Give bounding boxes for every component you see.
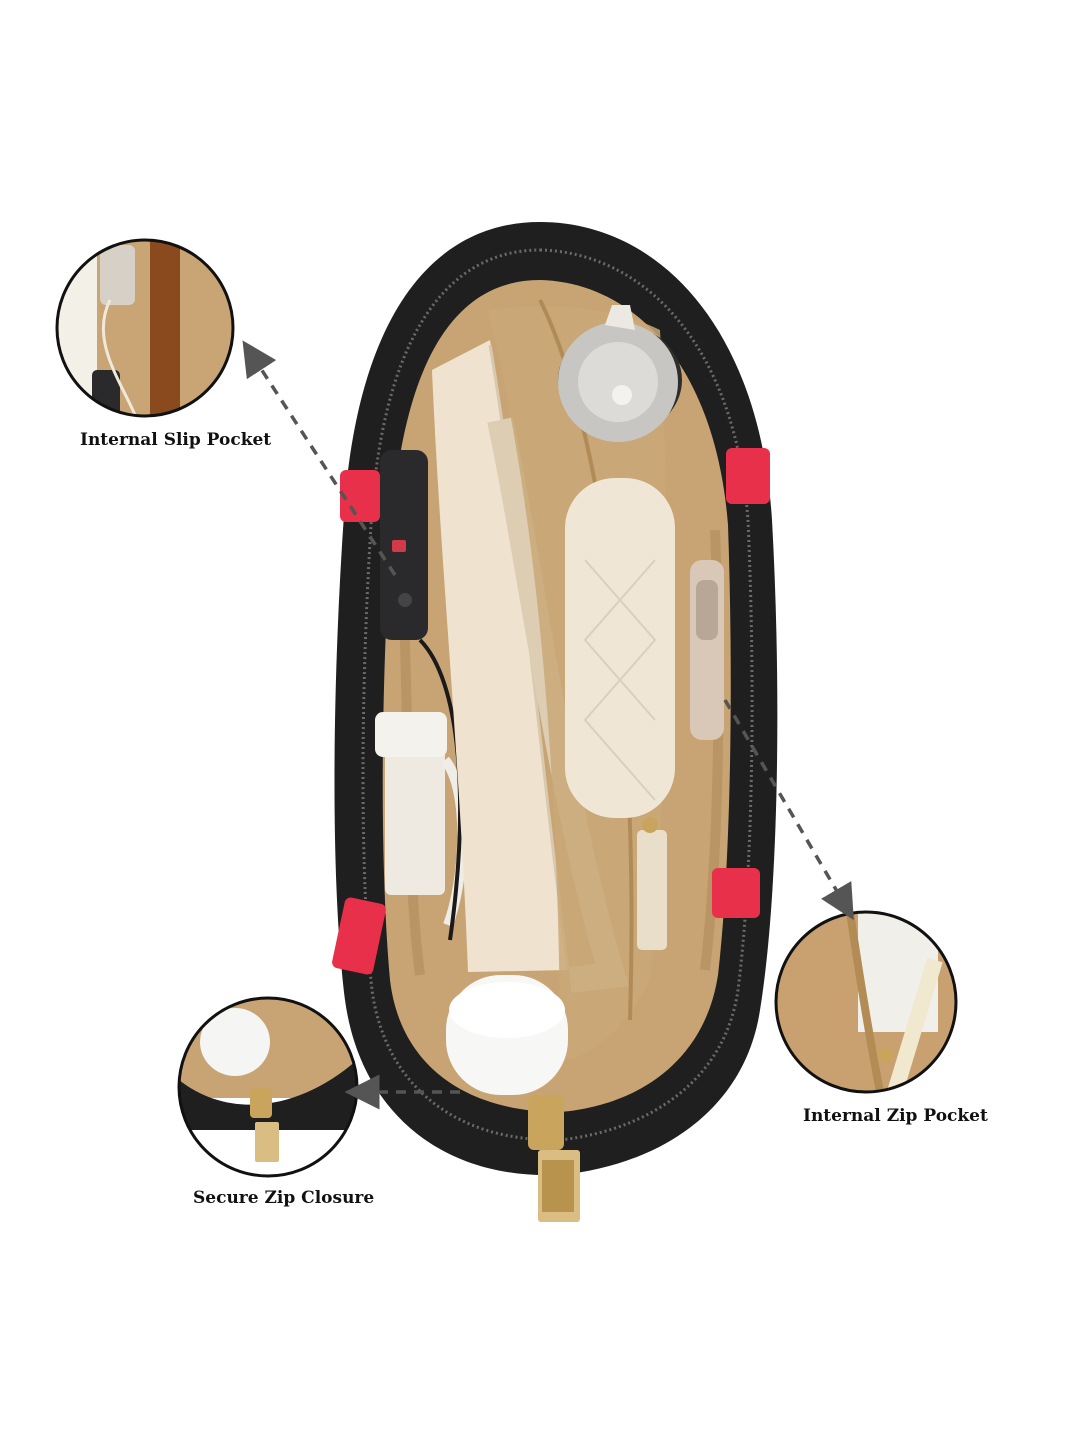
steel-bottle — [558, 305, 682, 442]
accent-tab-left-bottom — [332, 897, 386, 975]
accent-tab-left-top — [340, 470, 380, 522]
callout-zip-pocket — [774, 910, 958, 1094]
callout-zip-closure — [177, 996, 359, 1178]
accent-tab-right-bottom — [712, 868, 760, 918]
accent-tab-right-top — [726, 448, 770, 504]
charger-adapter — [375, 638, 468, 941]
zip-puller — [528, 1095, 580, 1222]
arrow-zip-pocket — [723, 699, 854, 921]
label-secure-zip-closure: Secure Zip Closure — [193, 1188, 375, 1208]
phone — [690, 560, 724, 740]
arrow-slip-pocket — [242, 340, 397, 576]
handbag-top-view — [332, 222, 778, 1222]
callout-slip-pocket — [55, 238, 235, 418]
label-internal-zip-pocket: Internal Zip Pocket — [803, 1106, 988, 1126]
cream-pouch — [565, 478, 675, 950]
label-internal-slip-pocket: Internal Slip Pocket — [80, 430, 272, 450]
power-bank — [380, 450, 428, 640]
white-container — [446, 975, 568, 1095]
